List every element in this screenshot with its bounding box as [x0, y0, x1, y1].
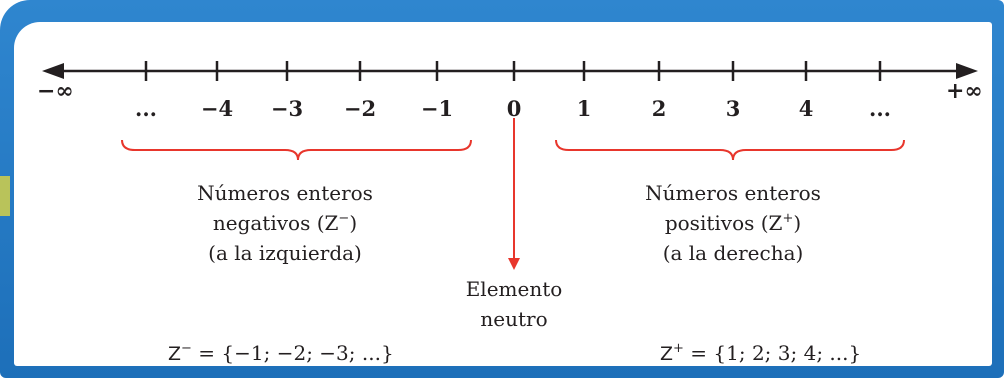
white-panel	[14, 22, 992, 366]
z-symbol: Z	[660, 343, 674, 365]
positives-set: Z+ = {1; 2; 3; 4; ...}	[660, 341, 862, 365]
positives-caption-line3: (a la derecha)	[662, 241, 804, 265]
plus-superscript: +	[673, 341, 684, 356]
tick-label: −4	[200, 96, 234, 121]
negatives-caption-line2: negativos (Z−)	[212, 211, 358, 235]
minus-superscript: −	[338, 211, 350, 226]
neutral-caption-line1: Elemento	[465, 277, 563, 301]
minus-infinity-label: −∞	[37, 78, 74, 104]
plus-superscript: +	[782, 211, 794, 226]
positives-set-values: = {1; 2; 3; 4; ...}	[683, 341, 862, 365]
neutral-caption-line2: neutro	[480, 307, 548, 331]
tick-label: −3	[270, 96, 304, 121]
neutral-arrowhead	[508, 258, 520, 270]
tick-label: −1	[420, 96, 454, 121]
negatives-caption: Números enteros negativos (Z−) (a la izq…	[197, 178, 373, 268]
negatives-set-values: = {−1; −2; −3; ...}	[191, 341, 394, 365]
left-arrowhead	[42, 63, 64, 79]
tick-label: 2	[651, 96, 667, 121]
z-symbol: Z	[324, 211, 339, 235]
tick-label: 0	[506, 96, 522, 121]
z-symbol: Z	[168, 343, 182, 365]
green-side-tab	[0, 176, 10, 216]
tick-label: 1	[576, 96, 592, 121]
z-symbol: Z	[768, 211, 783, 235]
minus-superscript: −	[181, 341, 192, 356]
negatives-caption-line3: (a la izquierda)	[208, 241, 362, 265]
neutral-element-caption: Elemento neutro	[466, 274, 563, 334]
tick-label: ...	[869, 96, 891, 121]
plus-infinity-label: +∞	[946, 78, 983, 104]
tick-label: 4	[798, 96, 814, 121]
positives-caption-line1: Números enteros	[645, 181, 821, 205]
negatives-set: Z− = {−1; −2; −3; ...}	[168, 341, 394, 365]
tick-label: ...	[135, 96, 157, 121]
positives-caption-line2: positivos (Z+)	[664, 211, 802, 235]
tick-marks	[144, 61, 882, 81]
tick-label: −2	[343, 96, 377, 121]
negatives-caption-line1: Números enteros	[197, 181, 373, 205]
tick-label: 3	[725, 96, 741, 121]
positives-caption: Números enteros positivos (Z+) (a la der…	[645, 178, 821, 268]
negatives-brace	[121, 139, 472, 161]
positives-brace	[555, 139, 905, 161]
right-arrowhead	[956, 63, 978, 79]
